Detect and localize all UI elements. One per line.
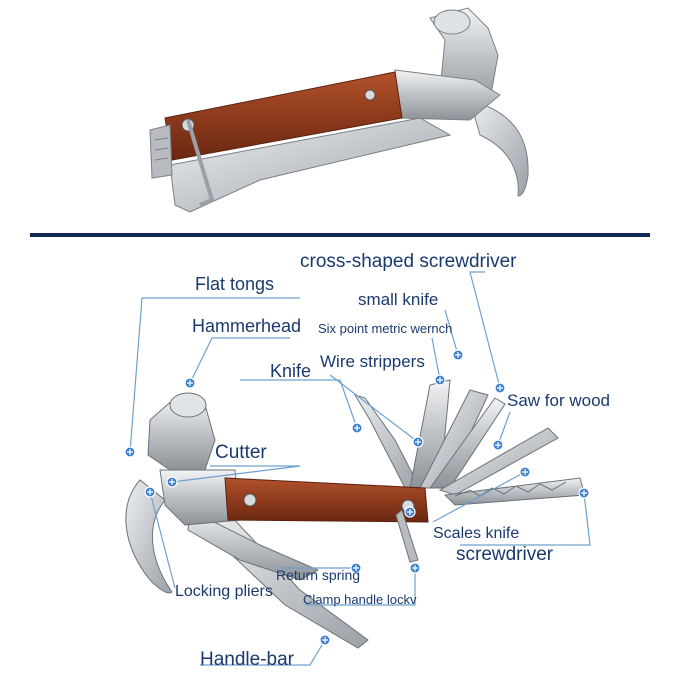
marker-icon bbox=[434, 374, 446, 386]
leader-screwdriver bbox=[460, 492, 591, 546]
clamp-lock-lever bbox=[395, 509, 419, 563]
marker-icon bbox=[452, 349, 464, 361]
saw-blade bbox=[438, 427, 559, 496]
leader-small-knife bbox=[444, 309, 459, 356]
marker-icon bbox=[351, 422, 363, 434]
marker-icon bbox=[492, 439, 504, 451]
marker-icon bbox=[166, 476, 178, 488]
leader-knife bbox=[240, 379, 358, 429]
label-return-spring: Return spring bbox=[276, 567, 360, 583]
label-handle-bar: Handle-bar bbox=[200, 649, 295, 670]
leader-flat-tongs bbox=[129, 297, 300, 453]
leader-hammerhead bbox=[189, 337, 290, 384]
divider-line bbox=[30, 233, 650, 237]
marker-icon bbox=[124, 446, 136, 458]
marker-icon bbox=[319, 634, 331, 646]
label-locking-pliers: Locking pliers bbox=[175, 583, 273, 600]
closed-tool-photo bbox=[149, 7, 529, 213]
label-scales-knife: Scales knife bbox=[433, 525, 519, 542]
marker-icon bbox=[144, 486, 156, 498]
marker-icon bbox=[404, 506, 416, 518]
label-clamp-handle-lock: Clamp handle lockv bbox=[303, 592, 417, 607]
closed-lock-ring bbox=[186, 119, 215, 207]
markers bbox=[124, 349, 590, 646]
leader-wire-strippers bbox=[329, 374, 419, 443]
marker-icon bbox=[494, 382, 506, 394]
leader-cutter bbox=[171, 465, 301, 483]
open-wood-handle bbox=[224, 477, 429, 523]
marker-icon bbox=[412, 436, 424, 448]
cutter-body bbox=[159, 469, 241, 526]
label-cross-screwdriver: cross-shaped screwdriver bbox=[300, 251, 517, 272]
leader-saw bbox=[497, 411, 511, 446]
label-screwdriver: screwdriver bbox=[456, 544, 554, 565]
leader-clamp-lock bbox=[305, 568, 416, 606]
leader-handle-bar bbox=[200, 639, 326, 666]
label-cutter: Cutter bbox=[215, 442, 267, 463]
labels: cross-shaped screwdriver Flat tongs smal… bbox=[175, 251, 610, 670]
marker-icon bbox=[350, 562, 362, 574]
label-saw-for-wood: Saw for wood bbox=[507, 391, 610, 410]
label-six-point-wrench: Six point metric wernch bbox=[318, 321, 452, 336]
marker-icon bbox=[409, 562, 421, 574]
marker-icon bbox=[184, 377, 196, 389]
label-knife: Knife bbox=[270, 361, 311, 381]
label-hammerhead: Hammerhead bbox=[192, 316, 301, 336]
marker-icon bbox=[519, 466, 531, 478]
label-flat-tongs: Flat tongs bbox=[195, 274, 274, 294]
leader-scales-knife bbox=[432, 471, 526, 523]
open-tool-photo bbox=[125, 379, 586, 649]
leader-cross-screwdriver bbox=[469, 271, 501, 389]
leader-lines bbox=[129, 271, 591, 666]
leader-six-point bbox=[431, 337, 441, 381]
closed-handle-bars bbox=[169, 117, 452, 213]
leader-locking-pliers bbox=[149, 491, 176, 589]
open-claw bbox=[125, 479, 173, 594]
closed-claw bbox=[469, 99, 529, 197]
marker-icon bbox=[578, 487, 590, 499]
lower-bar-shape bbox=[187, 509, 320, 581]
knife-blade bbox=[353, 394, 421, 489]
label-small-knife: small knife bbox=[358, 290, 438, 309]
label-wire-strippers: Wire strippers bbox=[320, 352, 425, 371]
